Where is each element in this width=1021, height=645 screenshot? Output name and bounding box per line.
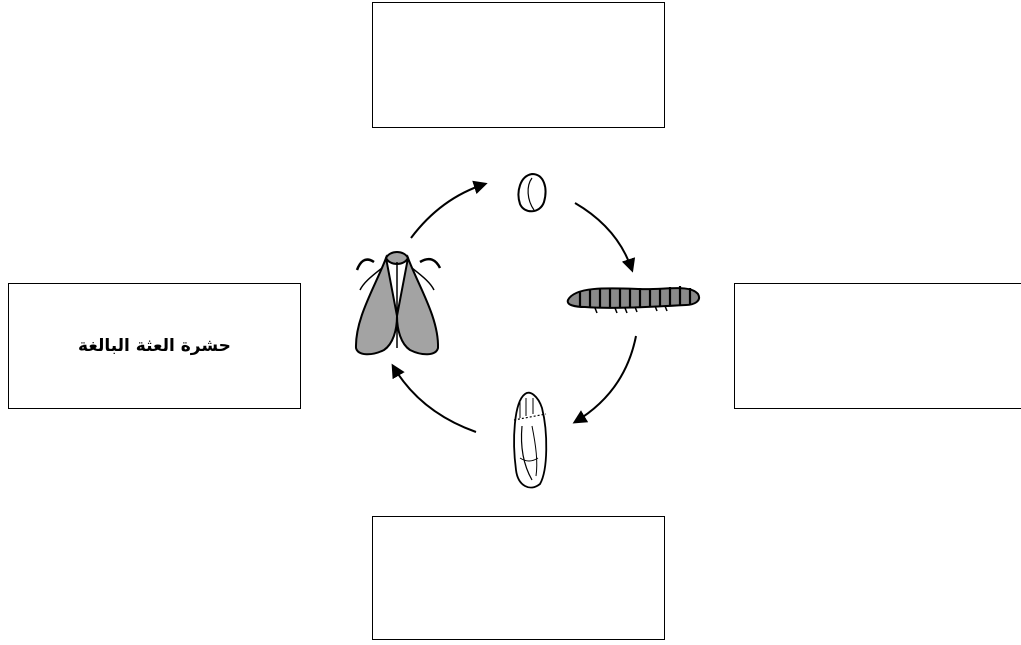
moth-icon <box>356 252 440 354</box>
arrow-pupa-to-adult <box>393 366 476 432</box>
caterpillar-icon <box>568 286 699 313</box>
pupa-icon <box>514 393 546 488</box>
arrow-larva-to-pupa <box>575 336 636 422</box>
arrow-egg-to-larva <box>575 203 632 270</box>
arrow-adult-to-egg <box>411 184 485 238</box>
egg-icon <box>519 174 546 211</box>
